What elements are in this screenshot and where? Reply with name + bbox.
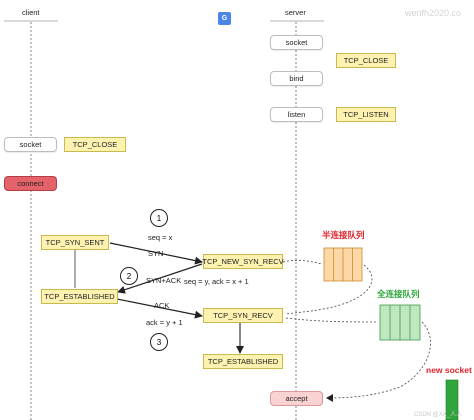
ack-y-label: ack = y + 1 — [146, 318, 183, 327]
new-syn-recv-state: TCP_NEW_SYN_RECV — [202, 254, 284, 269]
server-listen-call: listen — [270, 107, 323, 122]
client-connect-call: connect — [4, 176, 57, 191]
syn-ack-label: SYN+ACK — [146, 276, 182, 285]
new-socket-block — [445, 379, 459, 420]
step-3-circle: 3 — [150, 333, 168, 351]
full-connection-queue — [379, 304, 421, 341]
new-syn-recv-to-half-queue-link — [282, 259, 323, 265]
watermark: wenfh2020.co — [405, 8, 462, 18]
ack-label: ACK — [154, 301, 170, 310]
server-header: server — [285, 8, 306, 17]
client-header: client — [22, 8, 40, 17]
ack-arrow — [116, 298, 203, 319]
accept-arrow-head — [326, 394, 333, 402]
client-syn-sent-state: TCP_SYN_SENT — [41, 235, 109, 250]
step-2-circle: 2 — [120, 267, 138, 285]
syn-label: SYN — [148, 249, 164, 258]
server-established-state: TCP_ESTABLISHED — [203, 354, 283, 369]
client-socket-call: socket — [4, 137, 57, 152]
server-tcp-listen-state: TCP_LISTEN — [336, 107, 396, 122]
translate-icon[interactable]: G — [218, 12, 231, 25]
client-established-state: TCP_ESTABLISHED — [41, 289, 118, 304]
syn-arrow — [109, 242, 203, 265]
client-tcp-close-state: TCP_CLOSE — [64, 137, 126, 152]
half-queue-to-full-queue-link — [285, 264, 373, 315]
syn-recv-to-full-queue-link — [285, 317, 379, 323]
server-socket-call: socket — [270, 35, 323, 50]
seq-x-label: seq = x — [148, 233, 173, 242]
step-1-circle: 1 — [150, 209, 168, 227]
syn-recv-state: TCP_SYN_RECV — [203, 308, 283, 323]
accept-call: accept — [270, 391, 323, 406]
new-socket-label: new socket — [426, 365, 472, 375]
full-queue-to-accept-link — [325, 321, 431, 399]
seq-y-ack-label: seq = y, ack = x + 1 — [184, 277, 249, 286]
server-bind-call: bind — [270, 71, 323, 86]
full-queue-label: 全连接队列 — [377, 289, 420, 299]
half-queue-label: 半连接队列 — [322, 230, 365, 240]
server-tcp-close-state: TCP_CLOSE — [336, 53, 396, 68]
syn-ack-arrow — [117, 263, 203, 294]
half-connection-queue — [323, 247, 363, 282]
footer-watermark: CSDN @XX_人人 — [414, 412, 463, 418]
